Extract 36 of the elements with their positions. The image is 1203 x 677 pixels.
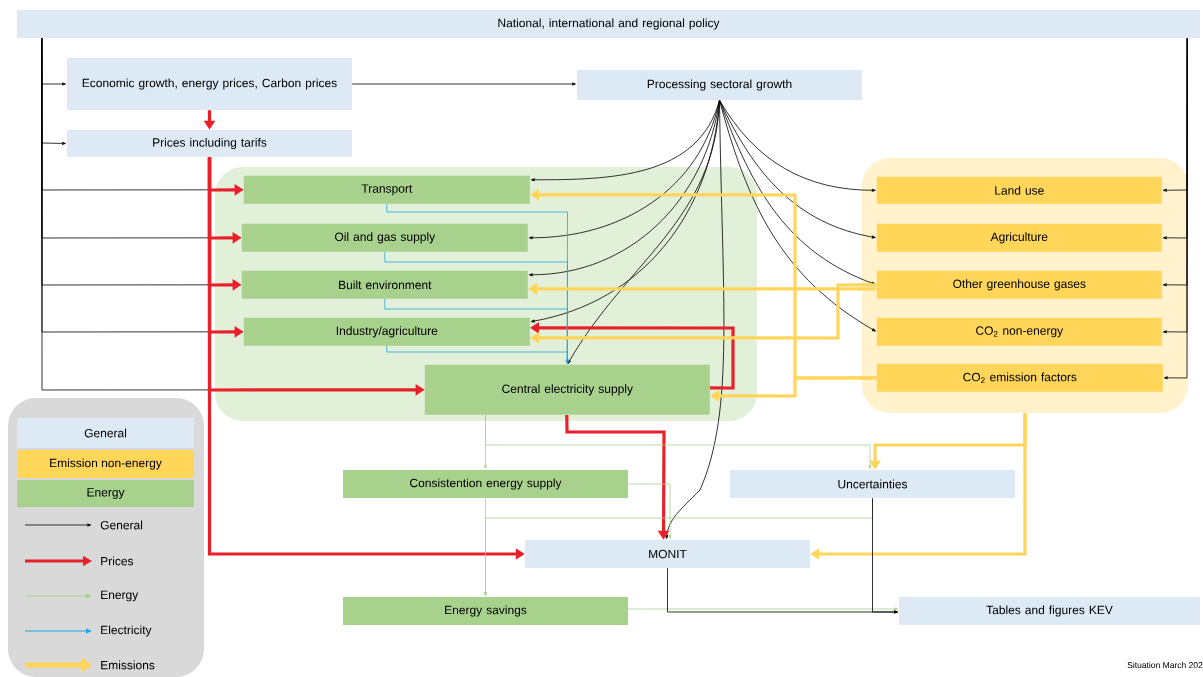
process-box: MONIT <box>525 540 810 568</box>
legend-label: Prices <box>101 556 134 566</box>
note: Situation March 202 <box>1127 661 1203 669</box>
process-box: Economic growth, energy prices, Carbon prices <box>67 58 352 110</box>
arrow <box>351 82 576 86</box>
arrow <box>627 483 672 539</box>
arrow <box>719 99 876 332</box>
process-box: Prices including tarifs <box>67 130 352 157</box>
process-box: Land use <box>876 176 1162 204</box>
arrow <box>528 99 720 277</box>
legend-label: General <box>100 520 143 530</box>
process-box: Built environment <box>241 270 528 299</box>
arrow <box>485 414 872 469</box>
process-box: Consistention energy supply <box>343 470 628 498</box>
arrow <box>1163 37 1188 380</box>
legend-label: Electricity <box>101 625 152 637</box>
arrow <box>627 607 898 611</box>
process-box: Agriculture <box>876 223 1162 252</box>
arrow <box>872 497 898 614</box>
process-box: Transport <box>243 175 530 204</box>
process-box: CO$_{2}$ emission factors <box>876 363 1163 392</box>
process-box: Central electricity supply <box>424 364 710 415</box>
legend-label: Emissions <box>101 660 155 670</box>
process-box: CO$_{2}$ non-energy <box>876 317 1162 346</box>
process-box: Uncertainties <box>730 470 1015 498</box>
title-bar: National, international and regional policy <box>17 10 1200 38</box>
arrow <box>528 99 720 240</box>
process-box: Industry/agriculture <box>243 317 530 346</box>
arrow <box>719 99 876 192</box>
process-box: Energy savings <box>343 597 628 625</box>
legend-label: Energy <box>101 590 139 602</box>
process-box: Processing sectoral growth <box>577 70 862 100</box>
process-box: Tables and figures KEV <box>899 597 1200 625</box>
process-box: Other greenhouse gases <box>876 270 1162 299</box>
arrow <box>386 345 569 364</box>
process-box: Oil and gas supply <box>241 223 528 252</box>
